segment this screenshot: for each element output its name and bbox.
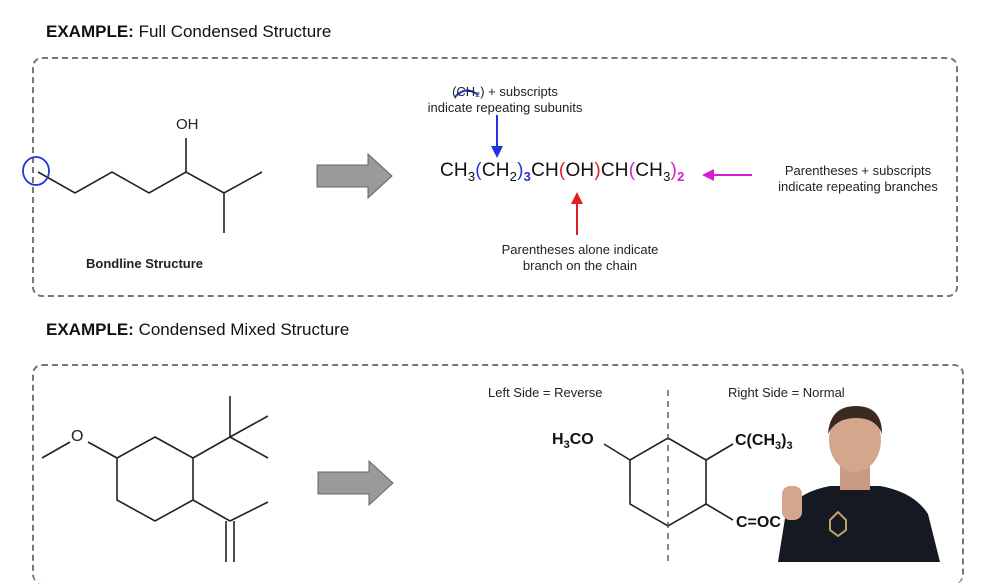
- tbutyl-group: C(CH3)3: [735, 432, 793, 452]
- note-subunits-line1: (CH₂) + subscripts: [452, 84, 558, 99]
- example2-drawing: [41, 390, 734, 562]
- formula-paren-close-1: ): [517, 160, 524, 181]
- h3co-sub: 3: [563, 439, 570, 452]
- tbutyl-count: 3: [786, 440, 793, 453]
- blue-arc-icon: [454, 89, 479, 98]
- tbutyl-sub: 3: [775, 440, 782, 453]
- note-subunits-line2: indicate repeating subunits: [427, 100, 583, 115]
- example1-heading: EXAMPLE: Full Condensed Structure: [46, 22, 331, 42]
- formula-sub-3: 3: [467, 168, 476, 184]
- formula-paren-open-1: (: [475, 160, 482, 181]
- note-repeat: Parentheses + subscripts indicate repeat…: [770, 163, 946, 195]
- example1-panel: [32, 57, 958, 297]
- example2-panel: [32, 364, 964, 584]
- example2-heading-text: Condensed Mixed Structure: [138, 320, 350, 339]
- note-branch-line2: branch on the chain: [522, 258, 638, 273]
- formula-paren-open-3: (: [628, 160, 636, 181]
- big-arrow-2-icon: [317, 459, 394, 507]
- presenter-video-icon: [778, 406, 940, 562]
- h3co-group: H3CO: [552, 431, 594, 451]
- tbutyl-close: ): [781, 432, 787, 449]
- highlight-circle-icon: [22, 156, 50, 186]
- formula-sub-2: 2: [509, 168, 518, 184]
- note-repeat-line2: indicate repeating branches: [778, 179, 938, 194]
- left-ring: [116, 436, 194, 522]
- formula-paren-close-3: ): [670, 160, 678, 181]
- example2-heading-bold: EXAMPLE:: [46, 320, 134, 339]
- formula-ch2: CH: [481, 160, 510, 181]
- note-branch: Parentheses alone indicate branch on the…: [500, 242, 660, 274]
- example1-drawing: [22, 89, 752, 235]
- note-repeat-line1: Parentheses + subscripts: [784, 163, 932, 178]
- formula-paren-close-2: ): [594, 160, 601, 181]
- formula-count-3: 3: [523, 168, 532, 184]
- right-side-label: Right Side = Normal: [728, 385, 845, 400]
- bondline-label: Bondline Structure: [86, 256, 204, 271]
- formula-count-2: 2: [677, 168, 685, 184]
- tbutyl-main: C(CH: [735, 432, 775, 449]
- example1-heading-bold: EXAMPLE:: [46, 22, 134, 41]
- formula-ch-2: CH: [600, 160, 629, 181]
- oh-label: OH: [176, 116, 199, 133]
- formula-ch3: CH: [440, 160, 468, 181]
- condensed-formula: CH3(CH2)3CH(OH)CH(CH3)2: [440, 160, 685, 184]
- formula-oh: OH: [565, 160, 595, 181]
- h3co-rest: CO: [569, 431, 594, 448]
- formula-sub-3b: 3: [663, 168, 671, 184]
- formula-ch3-branch: CH: [635, 160, 664, 181]
- alkene-group: C=OC: [736, 514, 781, 531]
- formula-paren-open-2: (: [558, 160, 566, 181]
- left-side-label: Left Side = Reverse: [488, 385, 603, 400]
- formula-ch: CH: [531, 160, 559, 181]
- example1-heading-text: Full Condensed Structure: [138, 22, 332, 41]
- note-subunits: (CH₂) + subscripts indicate repeating su…: [420, 84, 590, 116]
- example2-heading: EXAMPLE: Condensed Mixed Structure: [46, 320, 349, 340]
- note-branch-line1: Parentheses alone indicate: [501, 242, 659, 257]
- h3co-h: H: [552, 431, 564, 448]
- big-arrow-icon: [316, 152, 393, 200]
- oxygen-label: O: [71, 428, 84, 445]
